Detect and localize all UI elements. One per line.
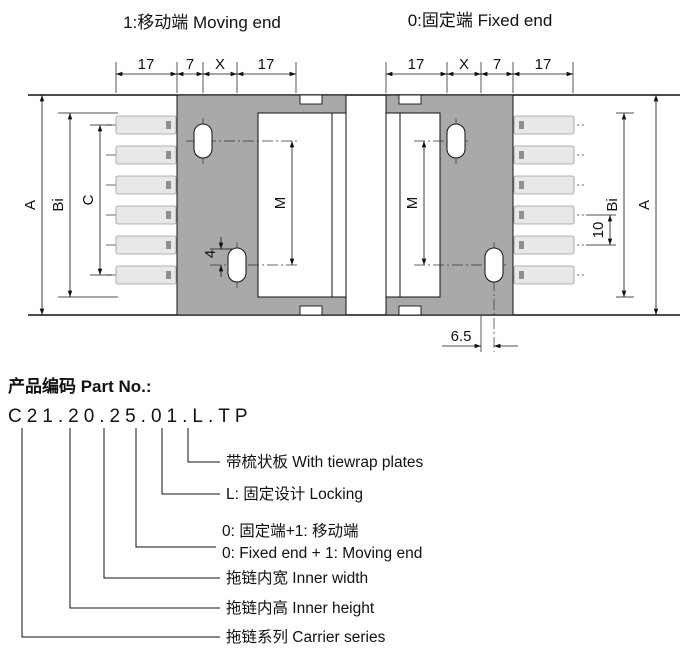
chain-links-left [106,115,184,285]
dim-7-label: 7 [493,56,501,73]
fixed-end-view: 17 X 7 17 M 10 Bi A 6.5 [385,56,659,352]
callout-tiewrap: 带梳状板 With tiewrap plates [226,453,423,471]
part-no-code: C21.20.25.01.L.TP [8,406,253,427]
bottom-notch [398,305,422,316]
dim-x-label: X [459,56,469,73]
dim-17-label: 17 [138,56,155,73]
moving-end-heading: 1:移动端 Moving end [123,13,281,32]
moving-end-side-dimensions: A Bi C M 4 [22,95,295,315]
section-lines [28,94,680,316]
callout-lines [21,428,220,638]
dim-17-label: 17 [258,56,275,73]
moving-end-slots [186,118,300,288]
callout-inner-height: 拖链内高 Inner height [226,599,375,617]
fixed-end-heading: 0:固定端 Fixed end [408,11,553,30]
top-notch [398,94,422,105]
moving-end-bracket [176,94,347,316]
callout-carrier-series: 拖链系列 Carrier series [226,628,386,646]
moving-end-channel-wall [331,112,347,298]
dim-x-label: X [215,56,225,73]
fixed-end-channel-wall [385,112,401,298]
dim-m-label: M [272,197,289,210]
dim-4-label: 4 [202,250,219,258]
dim-17-label: 17 [408,56,425,73]
dim-bi-label: Bi [604,198,621,211]
callout-labels: 带梳状板 With tiewrap plates L: 固定设计 Locking… [222,453,423,646]
dim-a-label: A [22,200,39,210]
dim-17-label: 17 [535,56,552,73]
moving-end-top-dimensions: 17 7 X 17 [115,56,297,93]
dim-6-5-label: 6.5 [451,328,472,345]
callout-end-type-cn: 0: 固定端+1: 移动端 [222,522,359,540]
fixed-end-slots [414,118,508,352]
dim-7-label: 7 [186,56,194,73]
part-number-section: 产品编码 Part No.: C21.20.25.01.L.TP 带梳状板 Wi… [8,376,423,646]
callout-locking: L: 固定设计 Locking [226,485,363,503]
dim-m-label: M [404,197,421,210]
dim-bi-label: Bi [50,198,67,211]
dim-c-label: C [80,194,97,205]
fixed-end-side-dimensions: M 10 Bi A 6.5 [404,95,659,352]
dim-a-label: A [636,200,653,210]
dim-10-label: 10 [590,222,607,239]
fixed-end-top-dimensions: 17 X 7 17 [385,56,574,93]
top-notch [299,94,323,105]
part-no-title: 产品编码 Part No.: [8,376,152,396]
callout-inner-width: 拖链内宽 Inner width [226,569,368,587]
moving-end-view: 17 7 X 17 A Bi C M 4 [22,56,347,316]
bottom-notch [299,305,323,316]
callout-end-type-en: 0: Fixed end + 1: Moving end [222,545,422,562]
chain-links-right [506,115,584,285]
